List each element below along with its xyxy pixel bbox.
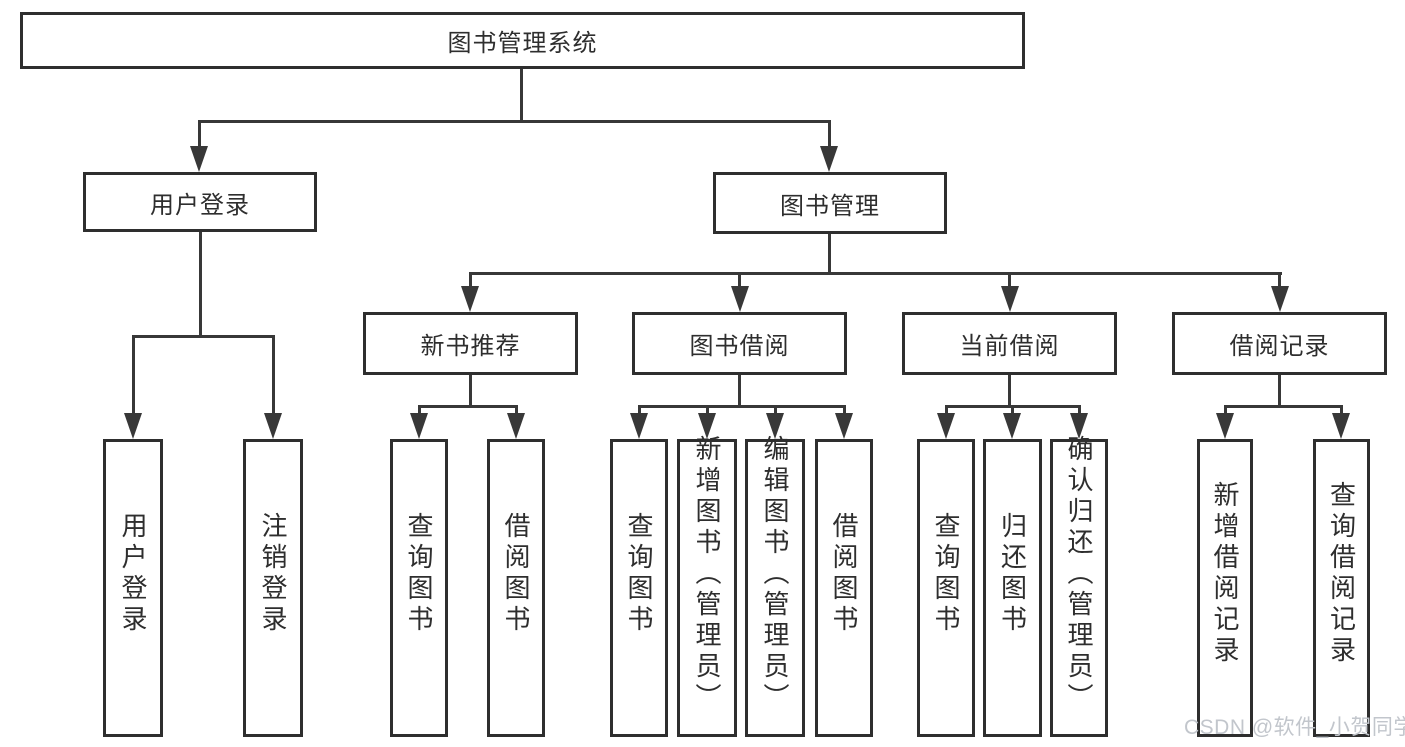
node-label: 确认归还（管理员）: [1064, 434, 1094, 714]
connector-line: [469, 272, 472, 288]
connector-line: [1008, 272, 1011, 288]
arrowhead-down-icon: [766, 413, 784, 439]
connector-line: [1278, 375, 1281, 406]
node-label: 查询图书: [624, 512, 654, 636]
arrowhead-down-icon: [1271, 286, 1289, 312]
node-current-borrow: 当前借阅: [902, 312, 1117, 375]
node-label: 用户登录: [118, 512, 148, 636]
connector-line: [738, 375, 741, 406]
arrowhead-down-icon: [1332, 413, 1350, 439]
connector-line: [272, 335, 275, 415]
connector-line: [706, 405, 709, 415]
connector-line: [774, 405, 777, 415]
arrowhead-down-icon: [461, 286, 479, 312]
arrowhead-down-icon: [1001, 286, 1019, 312]
leaf-borrow-books-1: 借阅图书: [487, 439, 545, 737]
node-label: 借阅图书: [501, 512, 531, 636]
node-label: 图书借阅: [689, 333, 790, 360]
arrowhead-down-icon: [410, 413, 428, 439]
connector-line: [199, 232, 202, 336]
node-book-management: 图书管理: [713, 172, 947, 234]
arrowhead-down-icon: [124, 413, 142, 439]
leaf-borrow-books-2: 借阅图书: [815, 439, 873, 737]
connector-line: [132, 335, 135, 415]
node-label: 查询借阅记录: [1326, 481, 1357, 667]
connector-line: [1278, 272, 1281, 288]
node-label: 注销登录: [258, 512, 288, 636]
arrowhead-down-icon: [1216, 413, 1234, 439]
arrowhead-down-icon: [820, 146, 838, 172]
connector-line: [418, 405, 421, 415]
node-user-login: 用户登录: [83, 172, 317, 232]
arrowhead-down-icon: [264, 413, 282, 439]
node-label: 图书管理系统: [447, 30, 598, 57]
leaf-add-borrow-record: 新增借阅记录: [1197, 439, 1253, 737]
node-label: 查询图书: [404, 512, 434, 636]
node-book-borrow: 图书借阅: [632, 312, 847, 375]
watermark: CSDN @软件_小贺同学: [1184, 716, 1405, 739]
node-label: 图书管理: [780, 192, 880, 220]
connector-line: [520, 69, 523, 121]
connector-line: [418, 405, 518, 408]
node-new-book-recommend: 新书推荐: [363, 312, 578, 375]
node-label: 新书推荐: [420, 333, 521, 360]
connector-line: [828, 120, 831, 148]
node-label: 借阅记录: [1229, 333, 1330, 360]
connector-line: [638, 405, 641, 415]
leaf-query-books-1: 查询图书: [390, 439, 448, 737]
leaf-return-books: 归还图书: [983, 439, 1042, 737]
connector-line: [1224, 405, 1343, 408]
connector-line: [469, 272, 1282, 275]
node-borrow-records: 借阅记录: [1172, 312, 1387, 375]
leaf-query-borrow-record: 查询借阅记录: [1313, 439, 1370, 737]
arrowhead-down-icon: [731, 286, 749, 312]
connector-line: [198, 120, 201, 148]
node-label: 新增图书（管理员）: [692, 434, 722, 714]
leaf-logout: 注销登录: [243, 439, 303, 737]
node-label: 借阅图书: [829, 512, 859, 636]
leaf-confirm-return-admin: 确认归还（管理员）: [1050, 435, 1108, 737]
connector-line: [132, 335, 275, 338]
connector-line: [638, 405, 846, 408]
connector-line: [828, 234, 831, 275]
connector-line: [1008, 375, 1011, 406]
connector-line: [843, 405, 846, 415]
leaf-query-books-2: 查询图书: [610, 439, 668, 737]
node-label: 归还图书: [997, 512, 1028, 636]
arrowhead-down-icon: [507, 413, 525, 439]
node-label: 当前借阅: [959, 333, 1060, 360]
arrowhead-down-icon: [190, 146, 208, 172]
arrowhead-down-icon: [937, 413, 955, 439]
node-label: 新增借阅记录: [1210, 481, 1240, 667]
connector-line: [1011, 405, 1014, 415]
connector-line: [515, 405, 518, 415]
connector-line: [945, 405, 948, 415]
connector-line: [198, 120, 831, 123]
arrowhead-down-icon: [835, 413, 853, 439]
node-label: 用户登录: [150, 191, 250, 219]
connector-line: [738, 272, 741, 288]
leaf-user-login: 用户登录: [103, 439, 163, 737]
node-label: 查询图书: [931, 512, 961, 636]
arrowhead-down-icon: [1070, 413, 1088, 439]
connector-line: [1224, 405, 1227, 415]
leaf-add-books-admin: 新增图书（管理员）: [677, 435, 737, 737]
arrowhead-down-icon: [1003, 413, 1021, 439]
arrowhead-down-icon: [630, 413, 648, 439]
leaf-edit-books-admin: 编辑图书（管理员）: [745, 435, 805, 737]
node-label: 编辑图书（管理员）: [760, 434, 790, 714]
connector-line: [1340, 405, 1343, 415]
arrowhead-down-icon: [698, 413, 716, 439]
connector-line: [1078, 405, 1081, 415]
leaf-query-books-3: 查询图书: [917, 439, 975, 737]
connector-line: [469, 375, 472, 406]
node-library-system: 图书管理系统: [20, 12, 1025, 69]
